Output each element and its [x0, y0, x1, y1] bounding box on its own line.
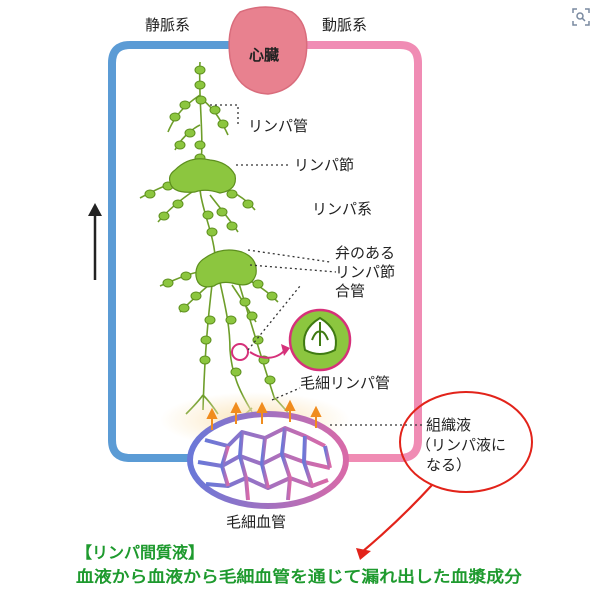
vein-vessel	[108, 41, 260, 462]
valved-node-label-1: 弁のある	[335, 244, 395, 262]
artery-vessel	[290, 41, 422, 462]
leader-lines	[210, 104, 422, 426]
lymph-network	[139, 61, 293, 423]
lymph-node-1	[168, 158, 237, 194]
tissue-fluid-label-3: なる）	[426, 456, 471, 474]
annotation-circle	[399, 391, 533, 493]
lymph-node-2	[195, 249, 257, 288]
valve-magnified-inset	[288, 308, 352, 372]
magnify-pointer-arrow	[249, 349, 286, 359]
heart-label: 心臓	[249, 46, 279, 64]
capillary-bed	[187, 411, 349, 509]
leak-arrows	[206, 399, 322, 430]
vein-label: 静脈系	[145, 16, 190, 34]
lymph-vessel-label: リンパ管	[248, 117, 308, 135]
heart-shape	[228, 6, 308, 95]
valved-node-label-3: 合管	[335, 282, 365, 300]
artery-label: 動脈系	[322, 16, 367, 34]
capillary-lymph-label: 毛細リンパ管	[300, 374, 390, 392]
capillary-blood-label: 毛細血管	[226, 513, 286, 531]
caption-body: 血液から血液から毛細血管を通じて漏れ出した血漿成分	[76, 567, 522, 586]
lymph-vessel-beads	[144, 65, 278, 385]
lens-search-icon[interactable]	[570, 6, 592, 28]
flow-arrowhead	[88, 203, 102, 216]
valve-highlight-circle	[231, 343, 249, 361]
annotation-arrow	[361, 484, 433, 553]
caption-title: 【リンパ間質液】	[76, 543, 204, 562]
lymph-system-label: リンパ系	[312, 200, 372, 218]
tissue-fluid-label-2: （リンパ液に	[416, 436, 506, 454]
lymph-node-label: リンパ節	[294, 156, 354, 174]
valved-node-label-2: リンパ節	[335, 263, 395, 281]
tissue-fluid-label-1: 組織液	[426, 416, 471, 434]
